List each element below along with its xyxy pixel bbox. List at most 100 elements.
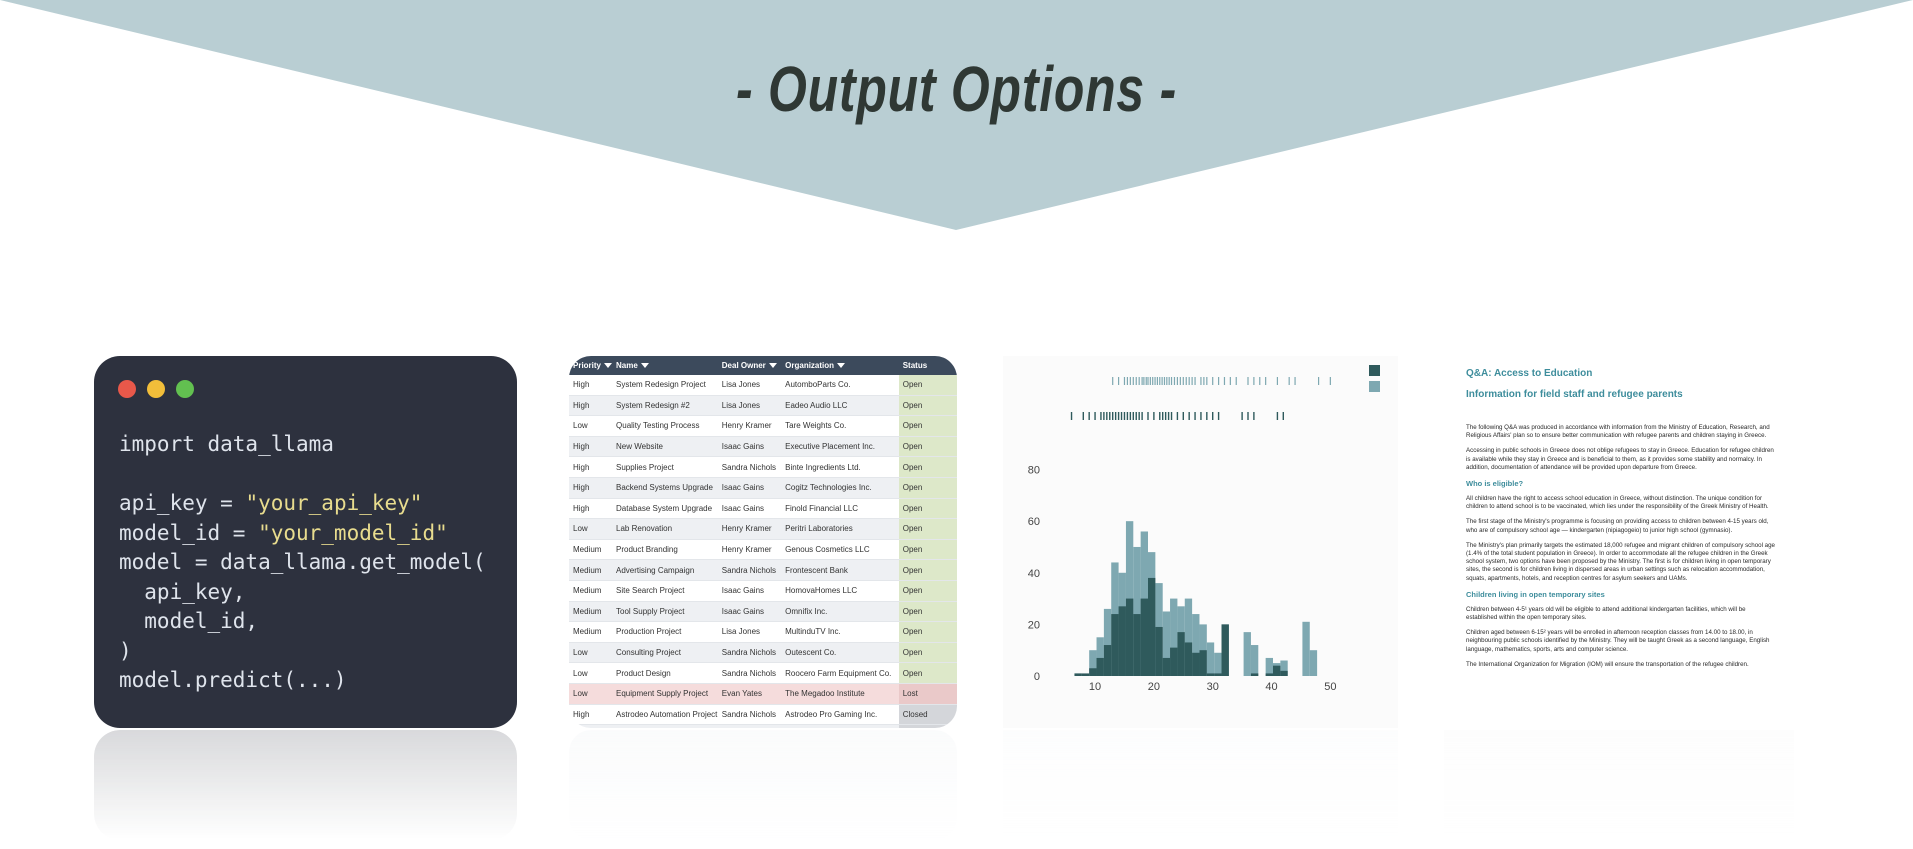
histogram-bar — [1280, 660, 1288, 676]
filter-dropdown-icon[interactable] — [640, 363, 649, 369]
status-cell: Open — [898, 456, 957, 478]
histogram-bar — [1133, 614, 1141, 676]
histogram-bar — [1162, 657, 1171, 676]
table-cell: Tool Resupply — [612, 724, 718, 728]
status-cell: Open — [898, 662, 957, 684]
code-card-reflection — [94, 730, 517, 840]
histogram-bar — [1214, 652, 1222, 676]
table-cell: Production Project — [612, 621, 718, 643]
table-cell: Product Design — [612, 662, 718, 684]
code-line: ) — [119, 638, 132, 663]
column-header[interactable]: Deal Owner — [717, 356, 782, 375]
table-cell: Medium — [569, 539, 613, 561]
table-cell: High — [569, 456, 613, 478]
table-cell: MultinduTV Inc. — [781, 621, 899, 643]
document-body: The following Q&A was produced in accord… — [1466, 424, 1778, 676]
histogram-bar — [1184, 598, 1193, 676]
table-cell: Henry Kramer — [717, 415, 782, 437]
table-cell: Henry Kramer — [717, 539, 782, 561]
banner-background — [0, 0, 1913, 230]
status-cell: Open — [898, 395, 957, 417]
histogram-bar — [1265, 673, 1273, 676]
table-cell: Binte Ingredients Ltd. — [781, 456, 899, 478]
y-tick-label: 40 — [1028, 568, 1040, 580]
histogram-bar — [1309, 650, 1318, 676]
document-paragraph: The Ministry's plan primarily targets th… — [1466, 541, 1775, 582]
table-cell: Finold Financial LLC — [781, 498, 899, 520]
table-cell: Medium — [569, 621, 613, 643]
table-cell: Low — [569, 683, 613, 705]
histogram-bar — [1125, 521, 1134, 676]
code-line: api_key = "your_api_key" — [119, 491, 423, 515]
histogram-bar — [1302, 621, 1310, 676]
histogram-bar — [1081, 673, 1090, 676]
filter-dropdown-icon[interactable] — [604, 363, 613, 369]
column-header[interactable]: Organization — [781, 356, 899, 375]
status-cell: Open — [898, 477, 957, 499]
code-block: import data_llama api_key = "your_api_ke… — [119, 430, 486, 696]
table-cell: Lisa Jones — [717, 395, 782, 417]
document-paragraph: The following Q&A was produced in accord… — [1466, 424, 1770, 440]
chart-card-reflection — [1003, 730, 1398, 840]
table-cell: Tool Supply Project — [612, 601, 718, 623]
table-cell: Isaac Gains — [717, 580, 782, 602]
code-line: api_key, — [119, 579, 246, 604]
filter-dropdown-icon[interactable] — [768, 363, 777, 369]
table-cell: Henry Kramer — [717, 724, 782, 728]
histogram-bar — [1089, 668, 1097, 676]
histogram-bar — [1192, 614, 1200, 676]
table-cell: Henry Kramer — [717, 518, 782, 540]
column-header[interactable]: Name — [612, 356, 718, 375]
histogram-bar — [1162, 611, 1171, 676]
table-cell: Cogitz Technologies Inc. — [781, 477, 899, 499]
table-cell: Isaac Gains — [717, 436, 782, 458]
histogram-bar — [1148, 577, 1156, 676]
column-header[interactable]: Priority — [569, 356, 613, 375]
filter-dropdown-icon[interactable] — [837, 363, 846, 369]
table-cell: Eadeo Audio LLC — [781, 395, 899, 417]
table-cell: Isaac Gains — [717, 601, 782, 623]
table-row[interactable]: Tool ResupplyHenry KramerVoocy Garages L… — [569, 724, 957, 728]
status-cell: Open — [898, 559, 957, 581]
table-cell: Tare Weights Co. — [781, 415, 899, 437]
legend-swatch — [1369, 365, 1380, 376]
histogram-bar — [1243, 632, 1251, 676]
code-line: import data_llama — [119, 432, 334, 456]
table-cell: Evan Yates — [717, 683, 782, 705]
table-cell: Omnifix Inc. — [781, 601, 899, 623]
histogram-bar — [1192, 652, 1200, 676]
table-cell: Supplies Project — [612, 456, 718, 478]
maximize-dot-icon — [176, 380, 194, 398]
histogram-bar — [1273, 665, 1281, 676]
histogram-bar — [1184, 642, 1193, 676]
table-cell: Medium — [569, 580, 613, 602]
histogram-bar — [1103, 645, 1112, 676]
table-cell: Backend Systems Upgrade — [612, 477, 718, 499]
column-header[interactable]: Status — [898, 356, 957, 375]
table-cell: High — [569, 436, 613, 458]
document-card-reflection — [1444, 730, 1794, 840]
x-tick-label: 10 — [1089, 681, 1101, 693]
status-cell: Open — [898, 580, 957, 602]
table-cell: Sandra Nichols — [717, 559, 782, 581]
code-line: model_id, — [119, 609, 259, 633]
document-paragraph: Children aged between 6-15² years will b… — [1466, 629, 1770, 653]
